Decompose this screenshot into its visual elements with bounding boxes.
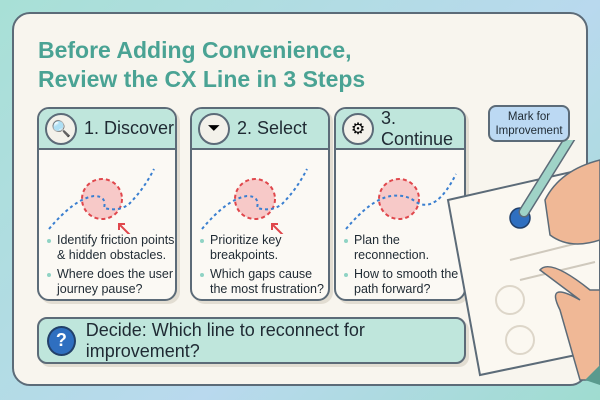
step-header: ⏷ 2. Select	[192, 109, 328, 150]
bullet-item: Prioritize key breakpoints.	[200, 233, 328, 263]
bullet-item: Identify friction points & hidden obstac…	[47, 233, 175, 263]
step-card-2: ⏷ 2. Select Prioritize key breakpoints. Wh…	[190, 107, 330, 301]
cx-line-figure	[345, 173, 457, 230]
hand-writing-illustration	[446, 140, 600, 385]
cx-line-figure	[201, 168, 308, 234]
bullet-list: Plan the reconnection. How to smooth the …	[344, 233, 464, 299]
mark-for-improvement-callout: Mark for Improvement	[488, 105, 570, 142]
step-title: 2. Select	[237, 118, 308, 138]
bullet-list: Identify friction points & hidden obstac…	[47, 233, 175, 299]
arrow-icon	[271, 223, 284, 234]
gear-cycle-icon: ⚙	[342, 112, 374, 145]
cx-line-figure	[48, 168, 155, 234]
cx-line	[201, 168, 308, 230]
cx-line	[345, 173, 457, 230]
bullet-item: Plan the reconnection.	[344, 233, 464, 263]
bullet-item: How to smooth the path forward?	[344, 267, 464, 297]
step-header: ⚙3. Continue	[336, 109, 464, 150]
arrow-icon	[118, 223, 131, 234]
friction-circle	[81, 178, 123, 220]
bullet-item: Which gaps cause the most frustration?	[200, 267, 328, 297]
step-title: 3. Continue	[381, 107, 454, 149]
page-title: Before Adding Convenience, Review the CX…	[38, 36, 365, 94]
step-header: 🔍 1. Discover	[39, 109, 175, 150]
step-card-3: ⚙3. Continue Plan the reconnection. How t…	[334, 107, 466, 301]
callout-text: Mark for Improvement	[495, 111, 563, 137]
bullet-item: Where does the user journey pause?	[47, 267, 175, 297]
question-icon: ?	[47, 325, 76, 356]
friction-circle	[234, 178, 276, 220]
title-line-1: Before Adding Convenience,	[38, 37, 352, 63]
banner-text: Decide: Which line to reconnect for impr…	[85, 319, 365, 361]
funnel-icon: ⏷	[198, 112, 230, 145]
bullet-list: Prioritize key breakpoints. Which gaps ca…	[200, 233, 328, 299]
title-line-2: Review the CX Line in 3 Steps	[38, 66, 366, 92]
magnifier-chart-icon: 🔍	[45, 112, 77, 145]
step-title: 1. Discover	[84, 118, 175, 138]
cx-line	[48, 168, 155, 230]
friction-circle	[378, 178, 420, 220]
step-card-1: 🔍 1. Discover Identify friction points & …	[37, 107, 177, 301]
decision-banner: ? Decide: Which line to reconnect for im…	[37, 317, 466, 364]
